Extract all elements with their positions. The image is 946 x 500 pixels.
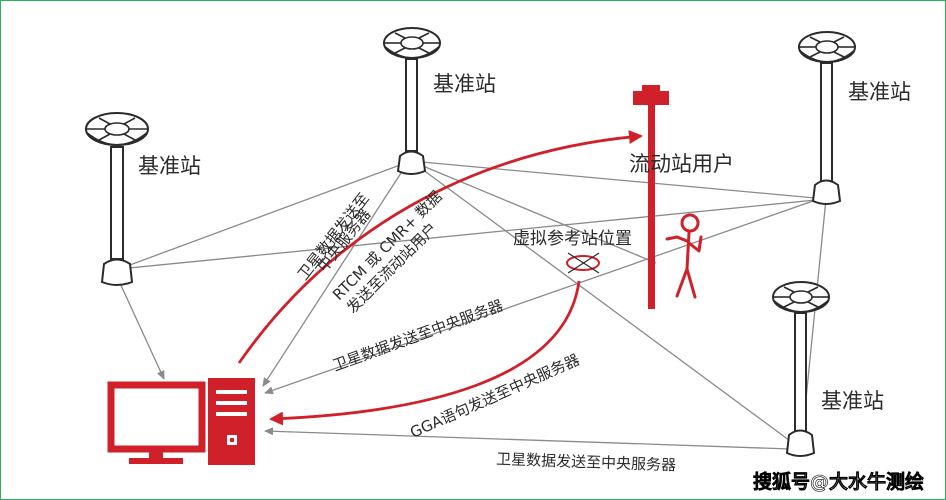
data-flow-arrows — [118, 172, 814, 450]
arrow-station1-to-monitor — [118, 280, 165, 380]
base-station-3 — [798, 31, 856, 205]
arrow-station2-to-server — [262, 172, 402, 387]
arrow-gga-to-server — [269, 280, 581, 426]
network-lines — [118, 160, 827, 450]
base-station-4 — [772, 281, 830, 457]
rover-user-label: 流动站用户 — [629, 152, 734, 176]
virtual-ref-label: 虚拟参考站位置 — [513, 229, 632, 249]
arrow-station4-to-server — [264, 427, 792, 450]
watermark-text: 搜狐号@大水牛测绘 — [753, 470, 924, 493]
server-icon — [208, 378, 255, 465]
monitor-icon — [107, 381, 206, 464]
sat-to-center-c-label: 卫星数据发送至中央服务器 — [496, 450, 677, 474]
arrow-rtcm-to-rover — [237, 130, 643, 364]
virtual-reference-marker — [566, 252, 600, 274]
base-station-2 — [383, 27, 441, 175]
base-station-4-label: 基准站 — [821, 389, 884, 413]
base-station-1-label: 基准站 — [138, 154, 201, 178]
base-station-2-label: 基准站 — [433, 72, 496, 96]
base-station-3-label: 基准站 — [848, 80, 911, 104]
rover-pole — [633, 85, 669, 309]
rover-operator-figure — [665, 213, 703, 299]
arrow-station3-to-server — [264, 200, 814, 395]
base-station-1 — [85, 112, 149, 286]
gga-label: GGA语句发送至中央服务器 — [407, 351, 582, 442]
